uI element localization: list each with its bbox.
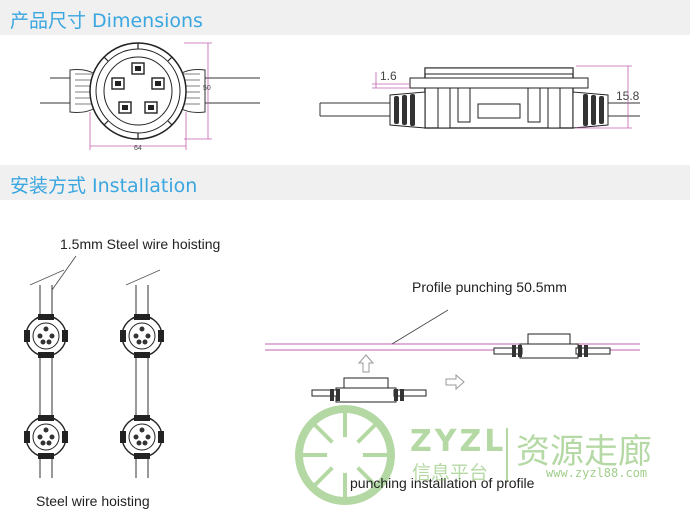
front-view-module bbox=[40, 42, 260, 150]
profile-punching-drawing bbox=[265, 309, 640, 403]
wire-hoisting-label: 1.5mm Steel wire hoisting bbox=[60, 236, 221, 252]
watermark-brand: ZYZL bbox=[410, 424, 507, 459]
front-height-label: 50 bbox=[203, 85, 211, 92]
side-view-module bbox=[319, 65, 640, 129]
installation-title: 安装方式 Installation bbox=[10, 175, 198, 197]
wire-hoisting-caption: Steel wire hoisting bbox=[36, 493, 150, 509]
dimensions-title: 产品尺寸 Dimensions bbox=[10, 10, 203, 32]
watermark-cn-small: 信息平台 bbox=[412, 462, 489, 484]
side-height-label: 15.8 bbox=[616, 89, 640, 103]
installation-header-band bbox=[0, 165, 690, 200]
watermark-cn-big: 资源走廊 bbox=[516, 432, 652, 472]
wire-hoisting-drawing bbox=[24, 255, 164, 478]
dimensions-header-band bbox=[0, 0, 690, 35]
profile-punching-caption: punching installation of profile bbox=[350, 475, 535, 491]
profile-punching-label: Profile punching 50.5mm bbox=[412, 279, 567, 295]
front-width-label: 64 bbox=[134, 145, 142, 152]
watermark-url: www.zyzl88.com bbox=[546, 466, 648, 480]
watermark-logo bbox=[295, 405, 508, 505]
side-top-label: 1.6 bbox=[380, 69, 397, 83]
